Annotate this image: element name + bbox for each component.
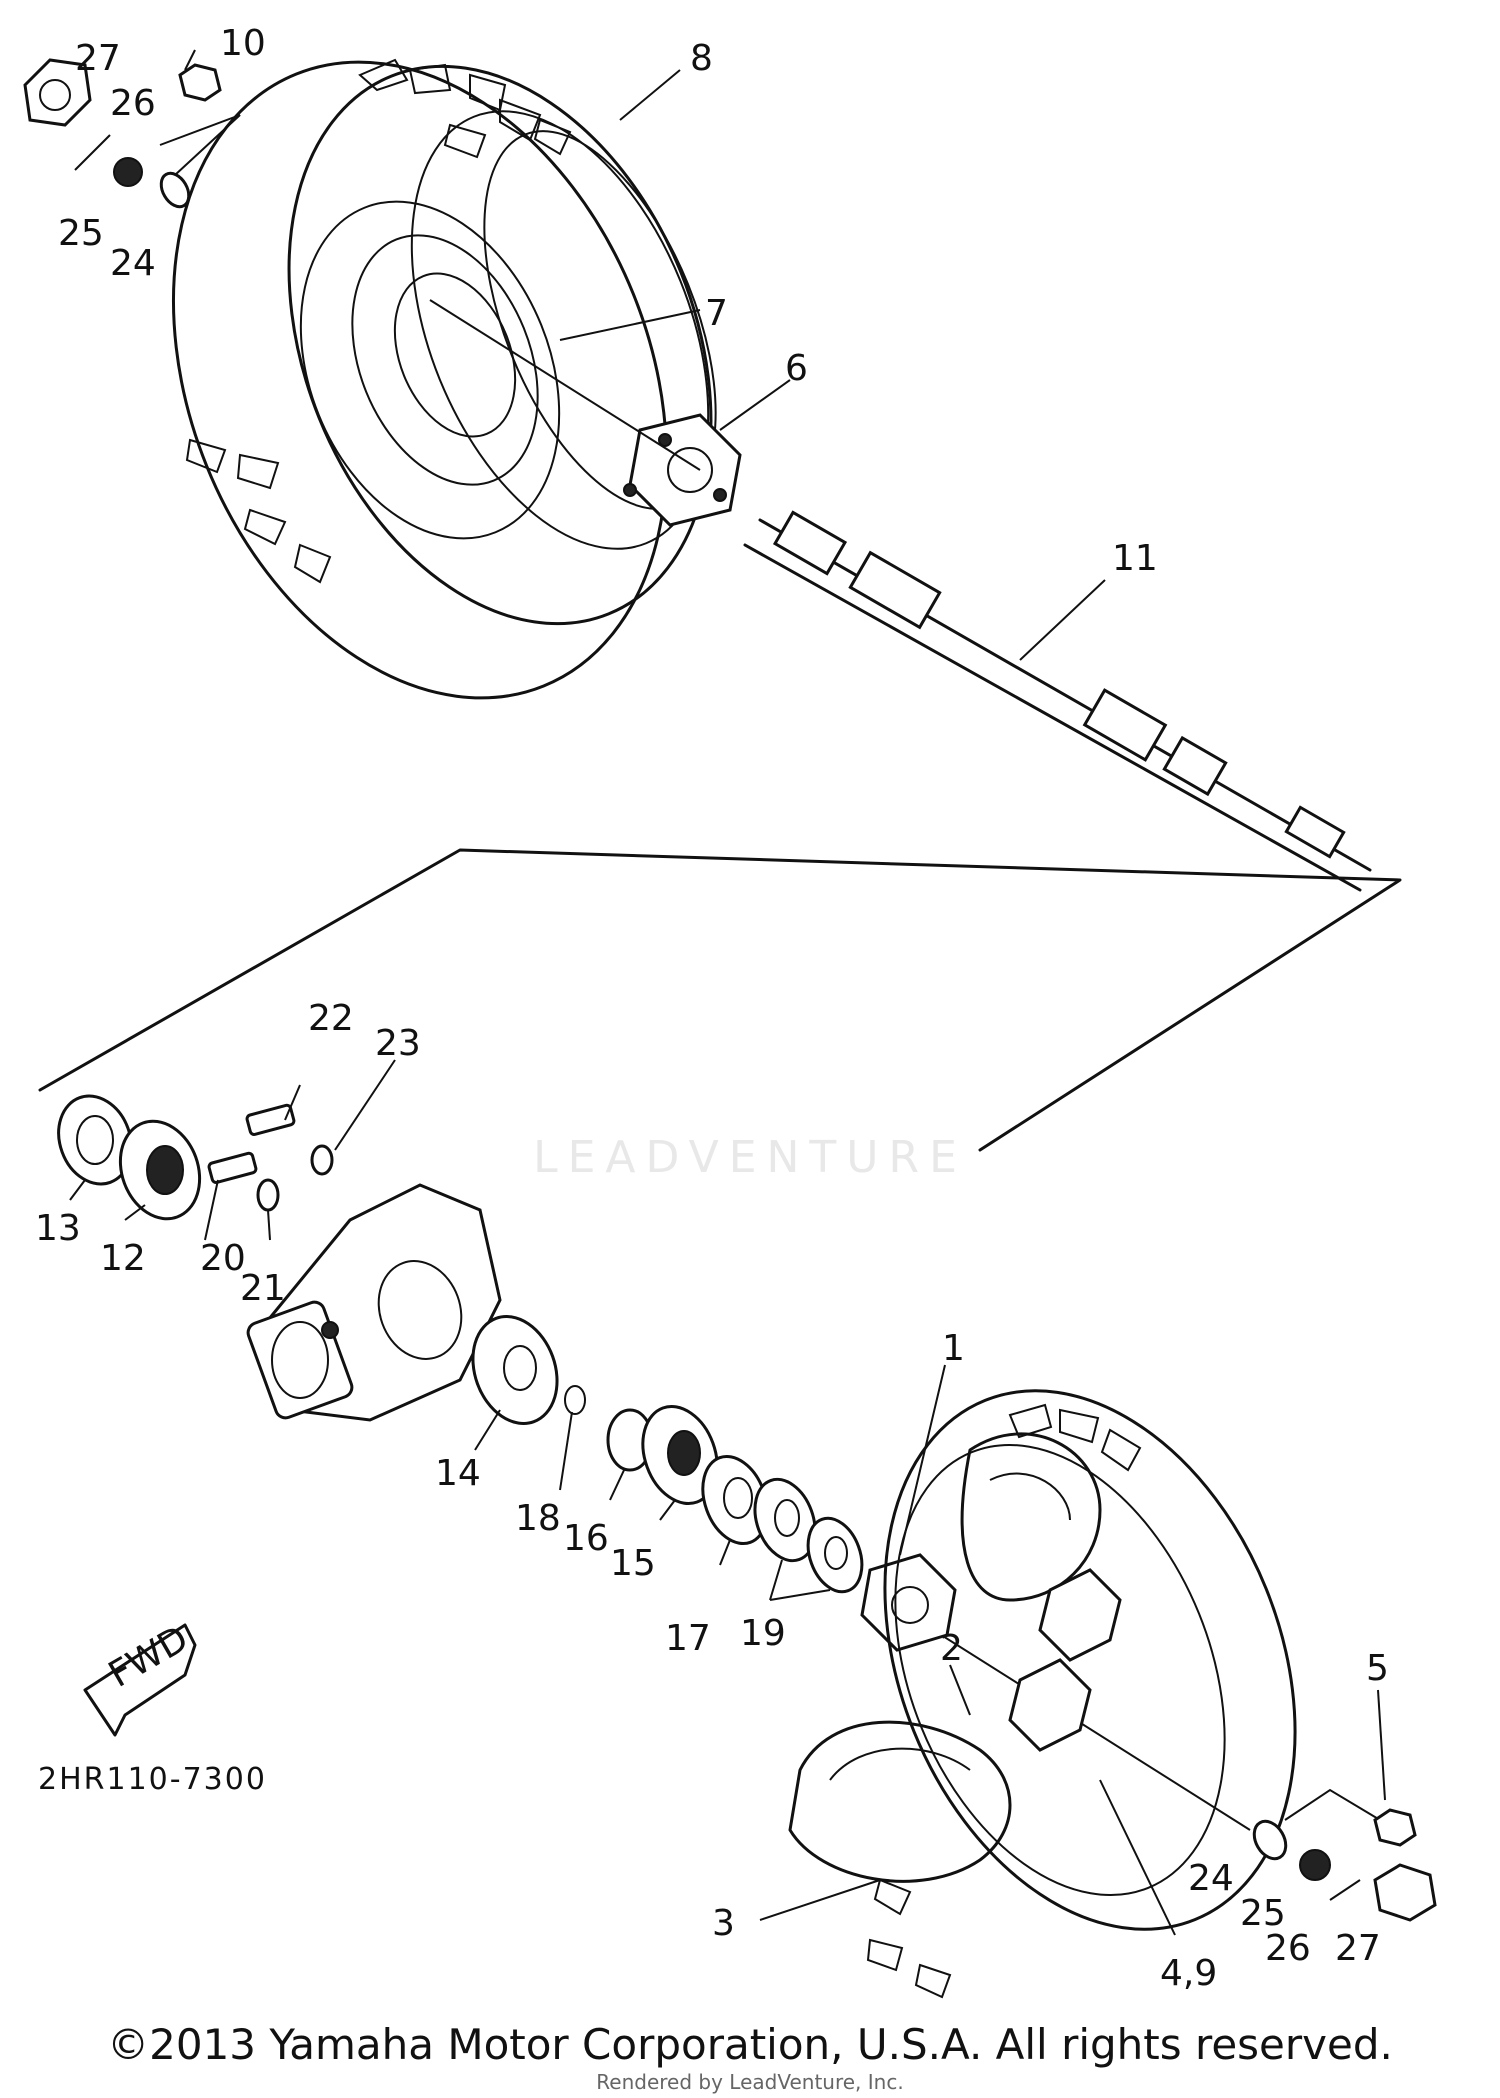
callout-21: 21 [240, 1268, 286, 1309]
callout-12: 12 [100, 1238, 146, 1279]
seal-part-19b [806, 1516, 864, 1594]
callout-11: 11 [1112, 538, 1158, 579]
callout-13: 13 [35, 1208, 81, 1249]
callout-14: 14 [435, 1453, 481, 1494]
seal-part-14 [471, 1315, 559, 1425]
seal-part-19a [753, 1477, 817, 1563]
copyright-text: ©2013 Yamaha Motor Corporation, U.S.A. A… [107, 2020, 1393, 2069]
callout-1: 1 [942, 1328, 965, 1369]
bolt-part-20 [207, 1151, 258, 1184]
axle-shaft-part-11 [743, 510, 1372, 892]
washer-part-23 [310, 1144, 334, 1176]
callout-5: 5 [1366, 1648, 1389, 1689]
fwd-arrow: FWD [83, 1618, 197, 1737]
leader-lines [69, 49, 1386, 1936]
callout-18: 18 [515, 1498, 561, 1539]
ring-part-18 [564, 1385, 586, 1415]
washer-part-21 [256, 1178, 280, 1212]
bolt-part-22 [245, 1103, 296, 1136]
seal-part-17 [701, 1454, 769, 1546]
callout-8: 8 [690, 38, 713, 79]
callout-24: 24 [110, 243, 156, 284]
lower-fasteners [1252, 1788, 1437, 1922]
callout-27: 27 [75, 38, 121, 79]
bearing-part-15 [641, 1405, 719, 1505]
assembly-bracket-line [38, 848, 1402, 1152]
upper-fasteners [23, 58, 241, 209]
callout-26b: 26 [1265, 1928, 1311, 1969]
callout-25: 25 [58, 213, 104, 254]
callout-10: 10 [220, 23, 266, 64]
hub-part-6 [623, 413, 742, 527]
callout-19: 19 [740, 1613, 786, 1654]
lower-tire [788, 1389, 1297, 1999]
callout-16: 16 [563, 1518, 609, 1559]
callout-25b: 25 [1240, 1893, 1286, 1934]
callout-23: 23 [375, 1023, 421, 1064]
callout-17: 17 [665, 1618, 711, 1659]
callout-4-9: 4,9 [1160, 1953, 1217, 1994]
differential-housing [246, 1183, 502, 1422]
callout-24b: 24 [1188, 1858, 1234, 1899]
watermark: LEADVENTURE [533, 1132, 967, 1183]
callout-3: 3 [712, 1903, 735, 1944]
upper-tire [172, 58, 717, 700]
callout-15: 15 [610, 1543, 656, 1584]
rendered-by-text: Rendered by LeadVenture, Inc. [596, 2070, 904, 2094]
callout-22: 22 [308, 998, 354, 1039]
fwd-label: FWD [102, 1618, 195, 1696]
callout-27b: 27 [1335, 1928, 1381, 1969]
callout-2: 2 [940, 1628, 963, 1669]
callout-labels: 27 10 26 25 24 8 7 6 11 22 23 13 12 20 2… [35, 23, 1389, 1994]
callout-6: 6 [785, 348, 808, 389]
diagram-code: 2HR110-7300 [38, 1762, 267, 1797]
bearing-part-12 [118, 1119, 202, 1221]
axis-line-upper [429, 299, 701, 471]
seal-part-13 [57, 1094, 133, 1186]
callout-20: 20 [200, 1238, 246, 1279]
callout-26: 26 [110, 83, 156, 124]
callout-7: 7 [705, 293, 728, 334]
